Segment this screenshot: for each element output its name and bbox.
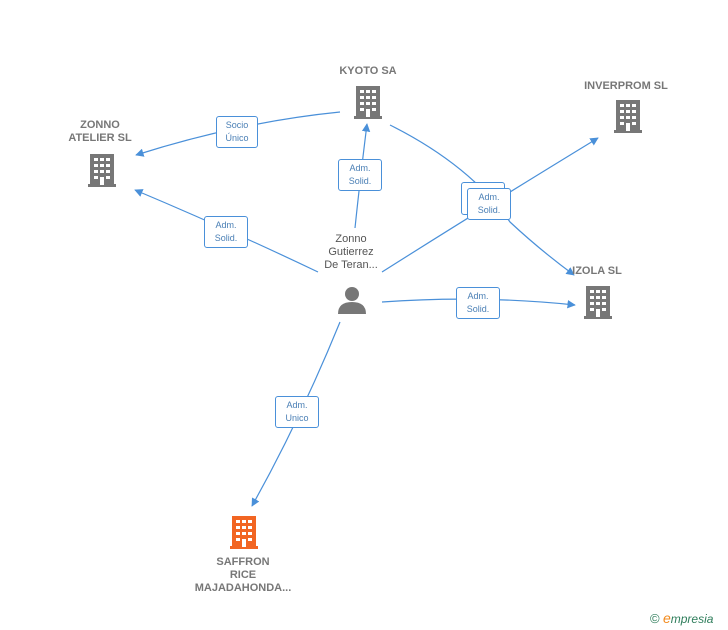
node-label-zonno-atelier[interactable]: ZONNO ATELIER SL <box>52 119 148 145</box>
building-icon <box>614 100 642 133</box>
edge-label-line1: Adm. <box>349 163 371 173</box>
brand-e: e <box>662 610 671 626</box>
person-icon <box>338 287 366 314</box>
edge-label-line2: Solid. <box>214 233 238 243</box>
edge-label-line2: Unico <box>285 413 309 423</box>
person-label-line1: Zonno <box>335 233 367 245</box>
node-label-inverprom[interactable]: INVERPROM SL <box>576 80 676 93</box>
edge-label-line2: Solid. <box>477 205 501 215</box>
person-label-line3: De Teran... <box>324 259 378 271</box>
edge-label-line2: Único <box>225 133 249 143</box>
saffron-label-line1: SAFFRON <box>216 556 270 568</box>
inverprom-label: INVERPROM SL <box>584 80 668 92</box>
edge-label-adm-kyoto[interactable]: Adm. Solid. <box>338 159 382 191</box>
saffron-label-line2: RICE <box>229 569 257 581</box>
edge-label-adm-zonno[interactable]: Adm. Solid. <box>204 216 248 248</box>
izola-label: IZOLA SL <box>572 265 622 277</box>
zonno-atelier-label-line1: ZONNO <box>80 119 120 131</box>
building-icon <box>88 154 116 187</box>
kyoto-label: KYOTO SA <box>339 65 397 77</box>
edge-label-line1: Adm. <box>478 192 500 202</box>
edge-label-adm-saffron[interactable]: Adm. Unico <box>275 396 319 428</box>
zonno-atelier-label-line2: ATELIER SL <box>68 132 132 144</box>
node-label-saffron[interactable]: SAFFRON RICE MAJADAHONDA... <box>176 556 310 595</box>
edge-label-adm-izola[interactable]: Adm. Solid. <box>456 287 500 319</box>
node-label-kyoto[interactable]: KYOTO SA <box>330 65 406 78</box>
edge-label-line1: Socio <box>225 120 249 130</box>
node-label-izola[interactable]: IZOLA SL <box>562 265 632 278</box>
edge-label-line1: Adm. <box>286 400 308 410</box>
brand-watermark: © empresia <box>650 610 713 626</box>
brand-rest: mpresia <box>670 612 714 626</box>
edge-label-socio-unico[interactable]: Socio Único <box>216 116 258 148</box>
edge-label-adm-group[interactable]: Adm. Solid. <box>467 188 511 220</box>
building-icon <box>354 86 382 119</box>
edge-label-line2: Solid. <box>466 304 490 314</box>
edge-label-line1: Adm. <box>215 220 237 230</box>
edge-label-line2: Solid. <box>348 176 372 186</box>
copyright-icon: © <box>650 611 660 626</box>
edge-label-line1: Adm. <box>467 291 489 301</box>
node-label-person[interactable]: Zonno Gutierrez De Teran... <box>306 233 396 272</box>
saffron-label-line3: MAJADAHONDA... <box>194 582 292 594</box>
person-label-line2: Gutierrez <box>328 246 374 258</box>
building-icon <box>230 516 258 549</box>
building-icon <box>584 286 612 319</box>
